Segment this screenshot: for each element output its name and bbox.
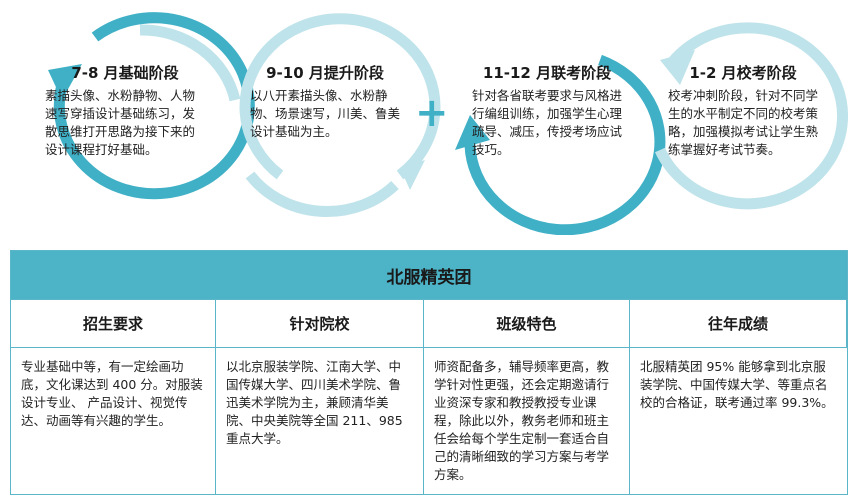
cell-results: 北服精英团 95% 能够拿到北京服装学院、中国传媒大学、等重点名校的合格证，联考… — [630, 347, 847, 494]
arrow-icon — [48, 64, 82, 100]
ring-4 — [654, 22, 849, 210]
cell-features: 师资配备多，辅导频率更高，教学针对性更强，还会定期邀请行业资深专家和教授教授专业… — [424, 347, 630, 494]
stage-title: 7-8 月基础阶段 — [71, 64, 179, 82]
cell-requirements: 专业基础中等，有一定绘画功底，文化课达到 400 分。对服装设计专业、 产品设计… — [11, 347, 216, 494]
header-features: 班级特色 — [424, 299, 630, 347]
stage-title: 1-2 月校考阶段 — [689, 64, 797, 82]
stage-body: 针对各省联考要求与风格进行编组训练，加强学生心理疏导、减压，传授考场应试技巧。 — [472, 88, 623, 157]
stage-4: 1-2 月校考阶段 校考冲刺阶段，针对不同学生的水平制定不同的校考策略，加强模拟… — [668, 62, 818, 159]
stage-body: 校考冲刺阶段，针对不同学生的水平制定不同的校考策略，加强模拟考试让学生熟练掌握好… — [668, 88, 819, 157]
cell-schools: 以北京服装学院、江南大学、中国传媒大学、四川美术学院、鲁迅美术学院为主，兼顾清华… — [216, 347, 424, 494]
timeline-rings — [48, 12, 849, 235]
arrow-icon — [400, 160, 425, 190]
stage-title: 9-10 月提升阶段 — [266, 64, 384, 82]
stage-1: 7-8 月基础阶段 素描头像、水粉静物、人物速写穿插设计基础练习，发散思维打开思… — [45, 62, 205, 159]
table-banner: 北服精英团 — [11, 251, 847, 299]
table-title: 北服精英团 — [386, 267, 472, 288]
ring-2 — [239, 13, 441, 217]
plus-icon: + — [415, 90, 449, 136]
stage-body: 素描头像、水粉静物、人物速写穿插设计基础练习，发散思维打开思路为接下来的设计课程… — [45, 88, 196, 157]
ring-3 — [455, 54, 666, 235]
stage-3: 11-12 月联考阶段 针对各省联考要求与风格进行编组训练，加强学生心理疏导、减… — [472, 62, 622, 159]
header-schools: 针对院校 — [216, 299, 424, 347]
arrow-icon — [660, 50, 695, 85]
stage-body: 以八开素描头像、水粉静物、场景速写，川美、鲁美设计基础为主。 — [250, 88, 401, 139]
stage-2: 9-10 月提升阶段 以八开素描头像、水粉静物、场景速写，川美、鲁美设计基础为主… — [250, 62, 400, 141]
header-results: 往年成绩 — [630, 299, 847, 347]
ring-1 — [48, 12, 255, 200]
timeline: 7-8 月基础阶段 素描头像、水粉静物、人物速写穿插设计基础练习，发散思维打开思… — [0, 0, 855, 235]
program-table: 北服精英团 招生要求 针对院校 班级特色 往年成绩 专业基础中等，有一定绘画功底… — [10, 250, 848, 495]
table-grid: 招生要求 针对院校 班级特色 往年成绩 专业基础中等，有一定绘画功底，文化课达到… — [11, 299, 847, 494]
stage-title: 11-12 月联考阶段 — [482, 64, 612, 82]
arrow-icon — [455, 115, 490, 150]
header-requirements: 招生要求 — [11, 299, 216, 347]
